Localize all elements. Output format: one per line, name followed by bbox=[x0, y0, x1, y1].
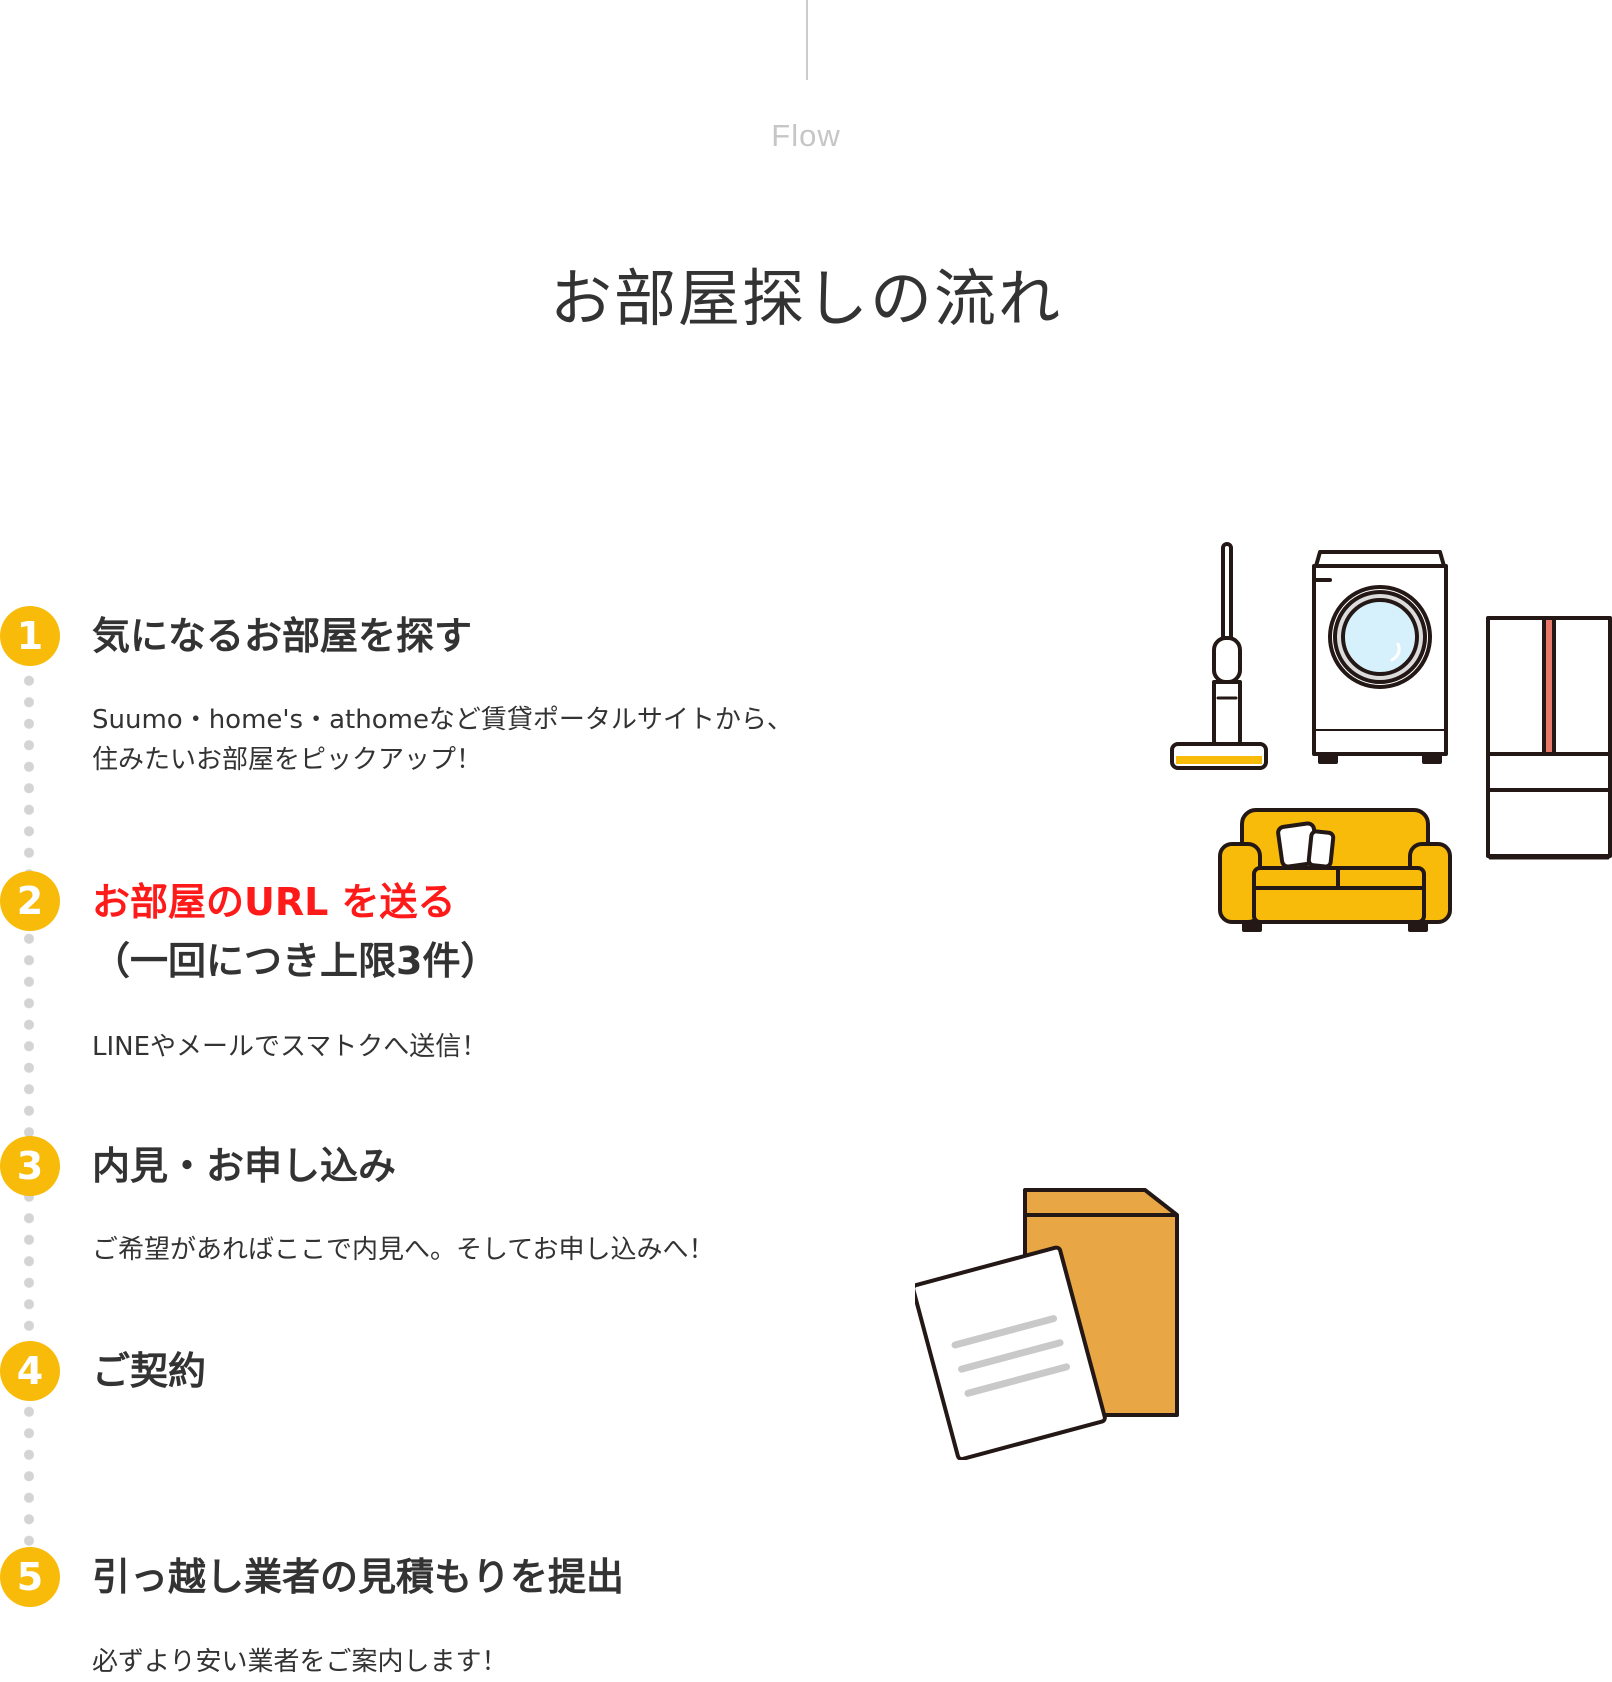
step-description-line: LINEやメールでスマトクへ送信！ bbox=[92, 1032, 488, 1062]
step-description-line: 住みたいお部屋をピックアップ！ bbox=[92, 745, 483, 775]
washing-machine-icon bbox=[1312, 550, 1448, 764]
step-title: 内見・お申し込み bbox=[92, 1144, 397, 1188]
step-title-sub: （一回につき上限3件） bbox=[92, 938, 499, 983]
step-description-line: ご希望があればここで内見へ。そしてお申し込みへ！ bbox=[92, 1235, 715, 1265]
furniture-illustration bbox=[1170, 542, 1612, 932]
timeline-dotted-line bbox=[24, 670, 34, 1595]
step-title: お部屋のURL を送る （一回につき上限3件） bbox=[92, 873, 498, 991]
step-number-badge: 2 bbox=[0, 871, 60, 931]
step-title-main: お部屋のURL を送る bbox=[92, 880, 456, 924]
vacuum-icon bbox=[1170, 542, 1268, 770]
top-divider-line bbox=[806, 0, 808, 80]
step-description: Suumo・home's・athomeなど賃貸ポータルサイトから、 住みたいお部… bbox=[92, 700, 793, 780]
step-description: ご希望があればここで内見へ。そしてお申し込みへ！ bbox=[92, 1230, 714, 1270]
document-icon bbox=[915, 1245, 1107, 1460]
step-description-line: Suumo・home's・athomeなど賃貸ポータルサイトから、 bbox=[92, 705, 793, 735]
sofa-icon bbox=[1218, 808, 1452, 932]
step-number-badge: 4 bbox=[0, 1341, 60, 1401]
step-number-badge: 1 bbox=[0, 606, 60, 666]
step-title: ご契約 bbox=[92, 1349, 207, 1393]
step-number-badge: 5 bbox=[0, 1547, 60, 1607]
step-title: 引っ越し業者の見積もりを提出 bbox=[92, 1555, 625, 1599]
step-description: LINEやメールでスマトクへ送信！ bbox=[92, 1027, 487, 1067]
step-description-line: 必ずより安い業者をご案内します！ bbox=[92, 1647, 508, 1677]
section-title: お部屋探しの流れ bbox=[549, 262, 1062, 335]
step-title: 気になるお部屋を探す bbox=[92, 614, 473, 658]
step-number-badge: 3 bbox=[0, 1136, 60, 1196]
contract-document-illustration bbox=[915, 1188, 1179, 1460]
section-label: Flow bbox=[771, 118, 841, 153]
refrigerator-icon bbox=[1486, 616, 1612, 860]
step-description: 必ずより安い業者をご案内します！ bbox=[92, 1642, 507, 1682]
